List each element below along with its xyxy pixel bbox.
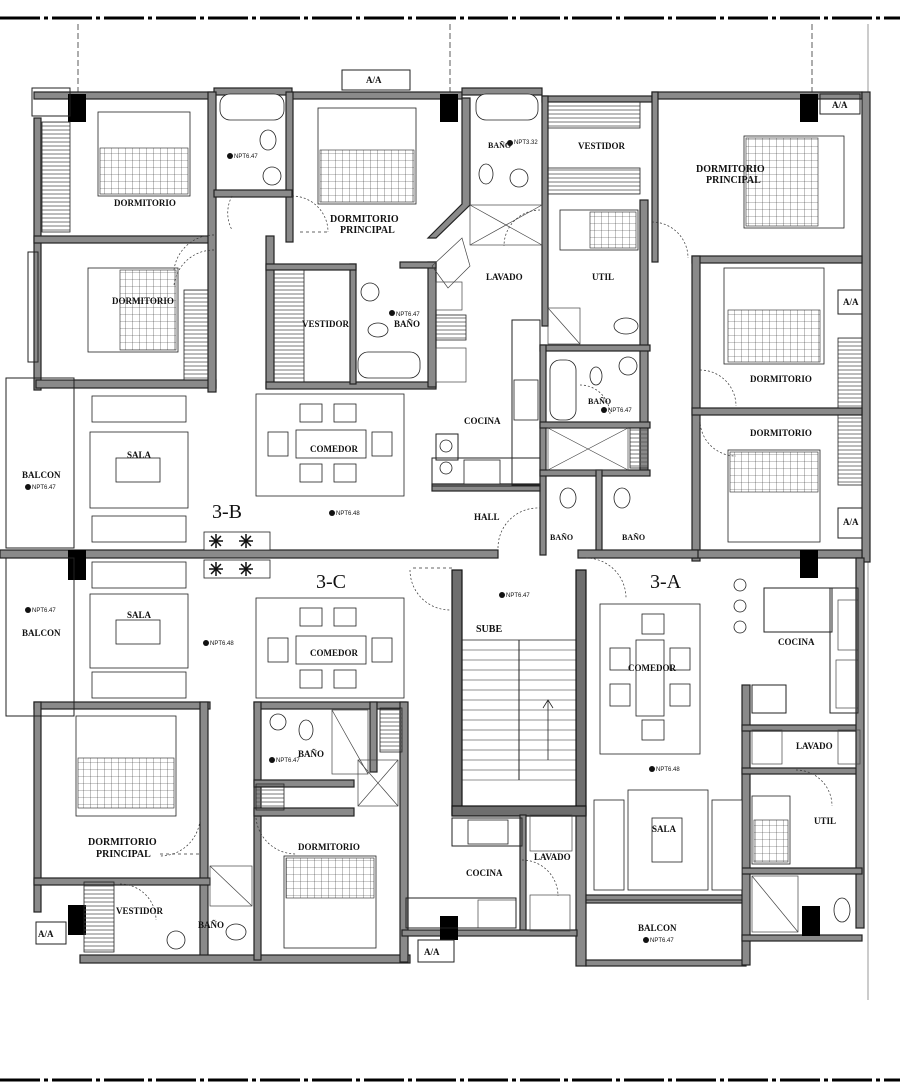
label-lavado-1: LAVADO [486, 272, 523, 282]
label-dormitorio-principal-3b: PRINCIPAL [96, 849, 151, 860]
np-5: NPT6.47 [32, 485, 56, 491]
label-dormitorio-principal-2b: PRINCIPAL [706, 175, 761, 186]
label-sube: SUBE [476, 624, 502, 635]
label-cocina-1: COCINA [464, 416, 501, 426]
label-dormitorio-principal-2a: DORMITORIO [696, 164, 765, 175]
label-bano-3: BAÑO [588, 397, 611, 406]
label-unit-3a: 3-A [650, 571, 682, 593]
label-dormitorio-principal-3a: DORMITORIO [88, 837, 157, 848]
np-10: NPT6.47 [276, 758, 300, 764]
label-aa-left-bottom: A/A [38, 929, 54, 939]
label-comedor-1: COMEDOR [310, 444, 358, 454]
level-marker-dot [25, 607, 31, 613]
np-2: NPT3.32 [514, 140, 538, 146]
plant [209, 562, 223, 576]
plant [239, 534, 253, 548]
label-bano-1: BAÑO [488, 141, 511, 150]
label-cocina-3: COCINA [466, 868, 503, 878]
label-bano-6: BAÑO [298, 749, 324, 759]
label-vestidor-1: VESTIDOR [578, 141, 626, 151]
balconies [5, 87, 743, 961]
closets [41, 101, 863, 953]
level-marker-dot [25, 484, 31, 490]
bathroom-fixtures [166, 93, 851, 950]
np-7: NPT6.47 [506, 593, 530, 599]
label-vestidor-3: VESTIDOR [116, 906, 164, 916]
np-8: NPT6.47 [32, 608, 56, 614]
kitchens [405, 319, 859, 929]
label-util-2: UTIL [814, 816, 836, 826]
np-12: NPT6.47 [650, 938, 674, 944]
label-sala-2: SALA [127, 610, 152, 620]
label-dormitorio-2: DORMITORIO [112, 296, 174, 306]
np-1: NPT6.47 [234, 154, 258, 160]
label-dormitorio-4: DORMITORIO [750, 428, 812, 438]
label-aa-right-mid: A/A [843, 297, 859, 307]
level-marker-dot [643, 937, 649, 943]
level-markers: NPT6.47 NPT3.32 NPT6.47 NPT6.47 NPT6.47 … [25, 140, 680, 944]
living-sets [89, 395, 743, 891]
np-11: NPT6.48 [656, 767, 680, 773]
np-6: NPT6.48 [336, 511, 360, 517]
label-balcon-2: BALCON [22, 628, 61, 638]
label-bano-5: BAÑO [622, 533, 645, 542]
level-marker-dot [507, 140, 513, 146]
label-aa-right-top: A/A [832, 100, 848, 110]
ac-boxes [35, 69, 863, 963]
label-lavado-2: LAVADO [796, 741, 833, 751]
label-util-1: UTIL [592, 272, 614, 282]
level-marker-dot [389, 310, 395, 316]
structural-columns [68, 94, 820, 940]
label-bano-2: BAÑO [394, 319, 420, 329]
level-marker-dot [499, 592, 505, 598]
label-bano-7: BAÑO [198, 920, 224, 930]
plant [239, 562, 253, 576]
label-sala-1: SALA [127, 450, 152, 460]
staircase [462, 639, 576, 781]
label-bano-4: BAÑO [550, 533, 573, 542]
label-dormitorio-1: DORMITORIO [114, 198, 176, 208]
label-balcon-3: BALCON [638, 923, 677, 933]
label-aa-top: A/A [366, 75, 382, 85]
label-vestidor-2: VESTIDOR [302, 319, 350, 329]
label-sala-3: SALA [652, 824, 677, 834]
level-marker-dot [649, 766, 655, 772]
dining-sets [255, 393, 701, 755]
plant [209, 534, 223, 548]
door-swings [119, 195, 833, 921]
label-unit-3b: 3-B [212, 501, 242, 523]
np-9: NPT6.48 [210, 641, 234, 647]
label-unit-3c: 3-C [316, 571, 346, 593]
label-lavado-3: LAVADO [534, 852, 571, 862]
np-4: NPT6.47 [608, 408, 632, 414]
level-marker-dot [227, 153, 233, 159]
label-balcon-1: BALCON [22, 470, 61, 480]
label-aa-bottom: A/A [424, 947, 440, 957]
level-marker-dot [601, 407, 607, 413]
label-aa-right-low: A/A [843, 517, 859, 527]
label-dormitorio-principal-1b: PRINCIPAL [340, 225, 395, 236]
label-comedor-2: COMEDOR [310, 648, 358, 658]
beds [75, 107, 845, 949]
label-dormitorio-3: DORMITORIO [750, 374, 812, 384]
label-cocina-2: COCINA [778, 637, 815, 647]
label-hall: HALL [474, 512, 500, 522]
level-marker-dot [203, 640, 209, 646]
label-comedor-3: COMEDOR [628, 663, 676, 673]
room-labels: A/A A/A A/A A/A A/A A/A DORMITORIO DORMI… [22, 75, 859, 957]
label-dormitorio-principal-1a: DORMITORIO [330, 214, 399, 225]
planters [209, 534, 253, 576]
label-dormitorio-5: DORMITORIO [298, 842, 360, 852]
np-3: NPT6.47 [396, 312, 420, 318]
level-marker-dot [329, 510, 335, 516]
level-marker-dot [269, 757, 275, 763]
